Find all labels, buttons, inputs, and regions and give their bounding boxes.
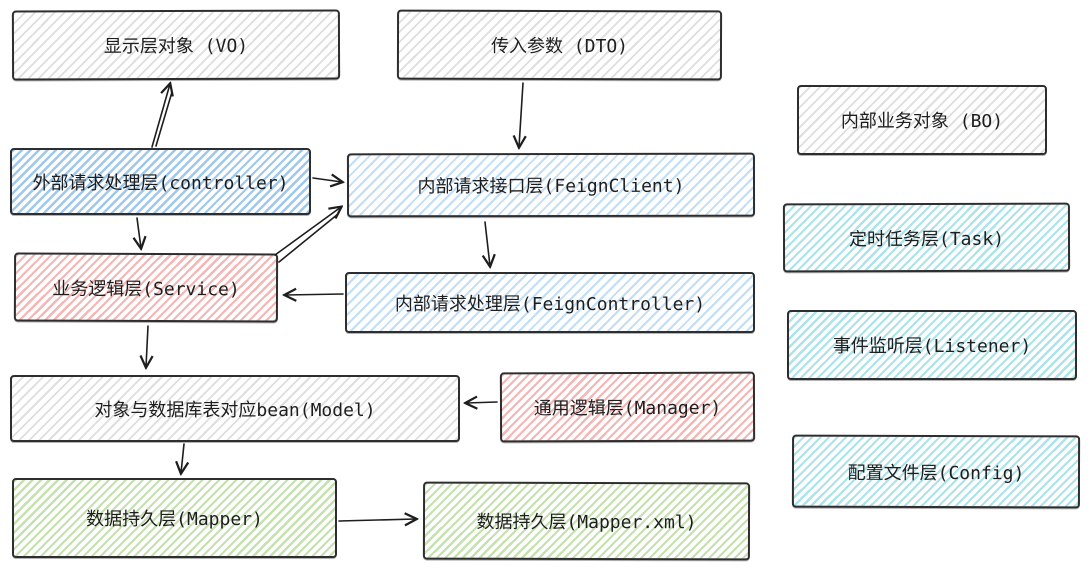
node-model: 对象与数据库表对应bean(Model) <box>10 375 460 442</box>
arrow-controller-to-vo-stroke2 <box>155 91 173 147</box>
node-feignclient: 内部请求接口层(FeignClient) <box>346 152 756 218</box>
node-controller: 外部请求处理层(controller) <box>10 148 311 215</box>
arrow-service-to-model <box>146 325 148 367</box>
node-dto: 传入参数 (DTO) <box>396 9 723 81</box>
node-service-label: 业务逻辑层(Service) <box>52 278 240 300</box>
node-mapperxml-label: 数据持久层(Mapper.xml) <box>476 511 697 534</box>
node-controller-label: 外部请求处理层(controller) <box>32 172 289 194</box>
arrow-feignclient-to-feigncontroller <box>485 221 490 266</box>
node-service: 业务逻辑层(Service) <box>13 252 279 323</box>
node-task-label: 定时任务层(Task) <box>848 228 1005 250</box>
arrow-mapper-to-mapperxml <box>338 519 416 521</box>
node-mapperxml: 数据持久层(Mapper.xml) <box>422 481 751 561</box>
node-task: 定时任务层(Task) <box>782 202 1071 273</box>
arrow-manager-to-model <box>466 402 498 403</box>
node-mapper-label: 数据持久层(Mapper) <box>86 509 263 530</box>
node-feignclient-label: 内部请求接口层(FeignClient) <box>417 175 685 198</box>
arrow-controller-to-service <box>137 217 141 248</box>
arrow-dto-to-feignclient <box>519 82 523 147</box>
node-manager: 通用逻辑层(Manager) <box>499 371 756 443</box>
node-config: 配置文件层(Config) <box>791 434 1081 509</box>
node-dto-label: 传入参数 (DTO) <box>490 35 629 58</box>
arrow-controller-to-vo <box>151 84 170 148</box>
node-listener-label: 事件监听层(Listener) <box>832 336 1032 357</box>
node-feigncontroller: 内部请求处理层(FeignController) <box>345 272 755 333</box>
node-model-label: 对象与数据库表对应bean(Model) <box>94 399 376 421</box>
arrow-controller-to-feignclient <box>312 178 342 182</box>
node-manager-label: 通用逻辑层(Manager) <box>533 397 722 420</box>
node-mapper: 数据持久层(Mapper) <box>12 478 337 558</box>
arrow-feigncontroller-to-service <box>285 294 344 295</box>
arrow-model-to-mapper <box>181 443 184 473</box>
node-vo-label: 显示层对象 (VO) <box>103 35 249 58</box>
node-vo: 显示层对象 (VO) <box>11 9 341 81</box>
node-bo-label: 内部业务对象 (BO) <box>840 111 1004 132</box>
node-config-label: 配置文件层(Config) <box>847 462 1025 484</box>
node-bo: 内部业务对象 (BO) <box>797 85 1047 155</box>
node-feigncontroller-label: 内部请求处理层(FeignController) <box>394 293 706 315</box>
arrow-service-to-feignclient-stroke2 <box>278 213 339 263</box>
node-listener: 事件监听层(Listener) <box>787 310 1077 380</box>
